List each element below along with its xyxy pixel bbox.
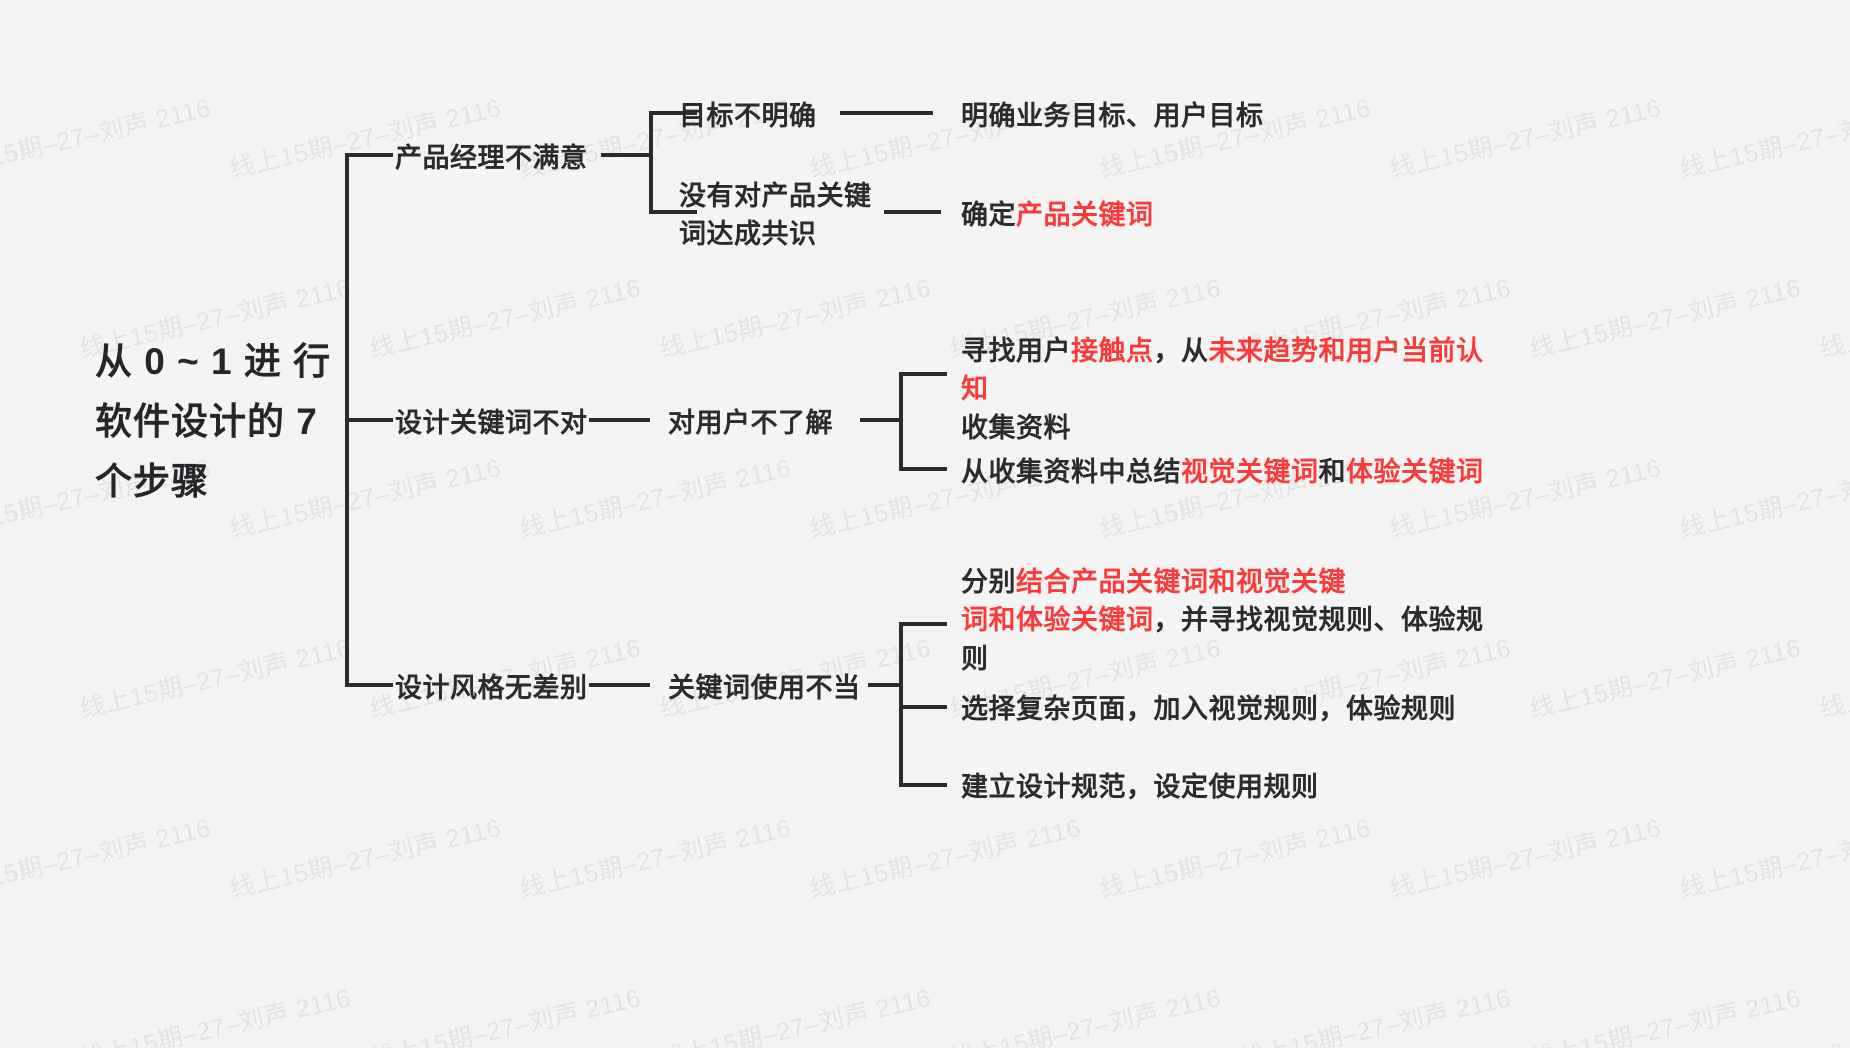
- detail-b3-c1-d3[interactable]: 建立设计规范，设定使用规则: [961, 768, 1319, 806]
- text-run-2: ，从: [1153, 336, 1209, 366]
- text-run-0: 选择复杂页面，加入视觉规则，体验规则: [961, 694, 1456, 724]
- text-run-0: 分别: [961, 567, 1016, 597]
- detail-b3-c1-d2[interactable]: 选择复杂页面，加入视觉规则，体验规则: [961, 690, 1456, 728]
- text-run-4: 收集资料: [961, 412, 1071, 443]
- text-run-1: 视觉关键词: [1181, 457, 1319, 487]
- node-branch-3[interactable]: 设计风格无差别: [395, 673, 588, 703]
- node-b2-c1[interactable]: 对用户不了解: [668, 408, 833, 438]
- text-run-3: 体验关键词: [1346, 457, 1484, 487]
- text-run-0: 从收集资料中总结: [961, 457, 1181, 487]
- wire-b1-bracket: [649, 111, 697, 214]
- text-run-0: 明确业务目标、用户目标: [961, 101, 1264, 131]
- wire-b2c1-bracket: [899, 372, 947, 471]
- node-b1-c1[interactable]: 目标不明确: [679, 101, 817, 131]
- text-run-1: 结合产品关键词和视觉关键 词和体验关键词: [961, 567, 1346, 636]
- detail-b3-c1-d1[interactable]: 分别结合产品关键词和视觉关键 词和体验关键词，并寻找视觉规则、体验规则: [961, 563, 1491, 678]
- text-run-1: 产品关键词: [1016, 200, 1154, 230]
- text-run-0: 寻找用户: [961, 336, 1071, 366]
- text-run-2: ，并寻找视觉规则、体验规则: [961, 605, 1484, 674]
- node-branch-1[interactable]: 产品经理不满意: [395, 143, 588, 173]
- wire-b3c1-bracket: [899, 622, 947, 787]
- node-b3-c1[interactable]: 关键词使用不当: [668, 673, 861, 703]
- text-run-0: 确定: [961, 200, 1016, 230]
- detail-b2-c1-d1[interactable]: 寻找用户接触点，从未来趋势和用户当前认知 收集资料: [961, 332, 1491, 447]
- text-run-2: 和: [1318, 457, 1346, 487]
- text-run-3: 未来趋势和用户当前认知: [961, 336, 1484, 405]
- detail-b2-c1-d2[interactable]: 从收集资料中总结视觉关键词和体验关键词: [961, 453, 1484, 491]
- text-run-0: 建立设计规范，设定使用规则: [961, 772, 1319, 802]
- text-run-1: 接触点: [1071, 336, 1154, 366]
- detail-b1-c2-d1[interactable]: 确定产品关键词: [961, 196, 1154, 234]
- detail-b1-c1-d1[interactable]: 明确业务目标、用户目标: [961, 97, 1264, 135]
- root-title: 从 0 ~ 1 进 行软件设计的 7 个步骤: [95, 341, 332, 502]
- node-branch-2[interactable]: 设计关键词不对: [395, 408, 588, 438]
- node-b1-c2[interactable]: 没有对产品关键 词达成共识: [679, 181, 872, 250]
